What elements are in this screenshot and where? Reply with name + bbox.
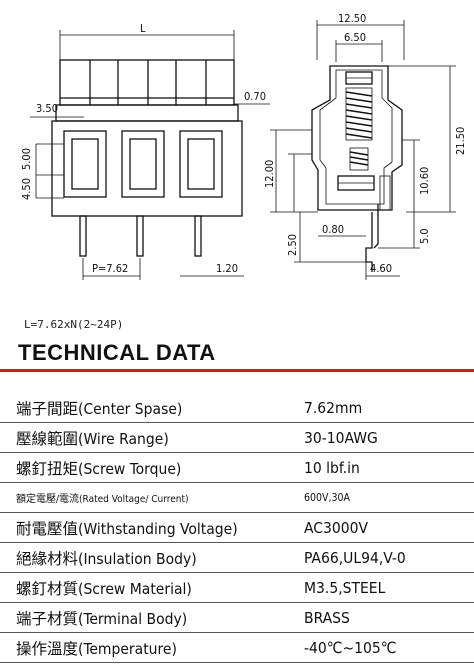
dim-2150: 21.50 — [454, 127, 467, 155]
spec-label: 操作溫度(Temperature) — [16, 639, 177, 658]
spec-row: 操作溫度(Temperature) -40℃~105℃ — [0, 633, 474, 663]
dim-080: 0.80 — [322, 223, 344, 236]
spec-table: 端子間距(Center Spase) 7.62mm 壓線範圍(Wire Range)… — [0, 393, 474, 663]
spec-value: AC3000V — [304, 518, 369, 537]
spec-label: 額定電壓/電流(Rated Voltage/ Current) — [16, 494, 189, 505]
dim-500: 5.00 — [20, 148, 33, 170]
title-divider — [0, 369, 474, 372]
length-label: L — [140, 22, 146, 35]
spec-value: PA66,UL94,V-0 — [304, 548, 406, 567]
technical-drawing: L 3.50 0.70 5.00 4.50 P=7.62 1.20 12.50 … — [20, 12, 467, 280]
dim-1250: 12.50 — [338, 12, 366, 25]
spec-row: 螺釘材質(Screw Material) M3.5,STEEL — [0, 573, 474, 603]
dim-50: 5.0 — [418, 228, 431, 244]
spec-value: M3.5,STEEL — [304, 578, 386, 597]
spec-value: 10 lbf.in — [304, 458, 360, 477]
spec-label: 絕緣材料(Insulation Body) — [16, 549, 197, 568]
length-formula: L=7.62xN(2~24P) — [24, 318, 124, 331]
dim-460: 4.60 — [370, 262, 392, 275]
spec-value: 600V,30A — [304, 491, 350, 504]
spec-value: 30-10AWG — [304, 428, 378, 447]
dim-120: 1.20 — [216, 262, 238, 275]
spec-row: 螺釘扭矩(Screw Torque) 10 lbf.in — [0, 453, 474, 483]
spec-label: 端子材質(Terminal Body) — [16, 609, 188, 628]
dim-450: 4.50 — [20, 178, 33, 200]
spec-value: BRASS — [304, 608, 350, 627]
spec-label: 端子間距(Center Spase) — [16, 399, 183, 418]
dim-350: 3.50 — [36, 102, 58, 115]
spec-row: 端子材質(Terminal Body) BRASS — [0, 603, 474, 633]
spec-label: 耐電壓值(Withstanding Voltage) — [16, 519, 238, 538]
pitch-label: P=7.62 — [92, 262, 128, 275]
spec-row: 耐電壓值(Withstanding Voltage) AC3000V — [0, 513, 474, 543]
spec-row: 端子間距(Center Spase) 7.62mm — [0, 393, 474, 423]
dim-1200: 12.00 — [263, 160, 276, 188]
spec-value: -40℃~105℃ — [304, 638, 397, 657]
section-title: TECHNICAL DATA — [18, 340, 216, 365]
dim-070: 0.70 — [244, 90, 266, 103]
spec-label: 螺釘扭矩(Screw Torque) — [16, 459, 182, 478]
dim-250: 2.50 — [286, 234, 299, 256]
spec-value: 7.62mm — [304, 398, 363, 417]
spec-label: 壓線範圍(Wire Range) — [16, 429, 169, 448]
spec-row: 絕緣材料(Insulation Body) PA66,UL94,V-0 — [0, 543, 474, 573]
spec-row: 壓線範圍(Wire Range) 30-10AWG — [0, 423, 474, 453]
dim-650: 6.50 — [344, 31, 366, 44]
spec-label: 螺釘材質(Screw Material) — [16, 579, 192, 598]
spec-row: 額定電壓/電流(Rated Voltage/ Current) 600V,30A — [0, 483, 474, 513]
dim-1060: 10.60 — [418, 167, 431, 195]
